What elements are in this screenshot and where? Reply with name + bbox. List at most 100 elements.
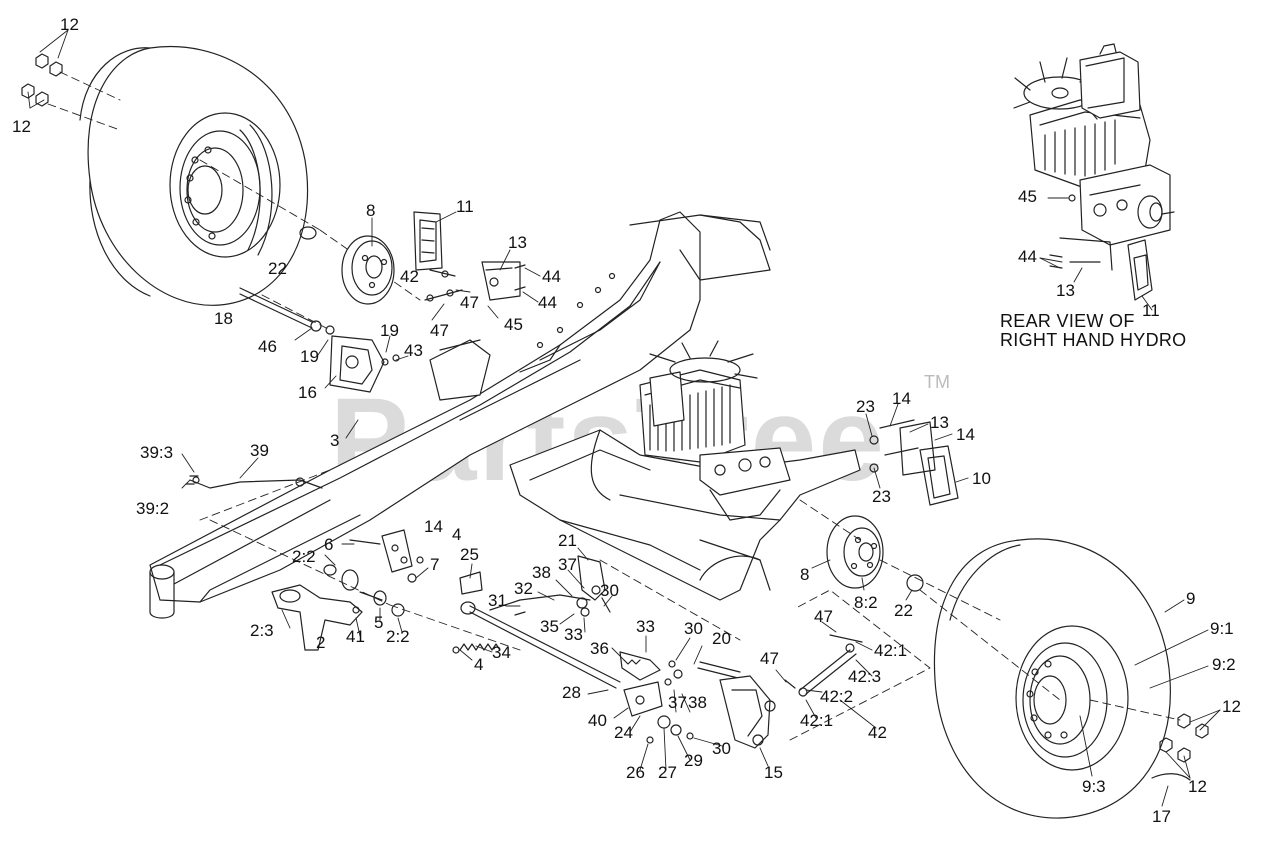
callout-41: 41 [346, 627, 365, 646]
callout-30: 30 [600, 581, 619, 600]
callout-9-2: 9:2 [1212, 655, 1236, 674]
callout-14: 14 [424, 517, 443, 536]
callout-34: 34 [492, 643, 511, 662]
callout-40: 40 [588, 711, 607, 730]
callout-13: 13 [930, 413, 949, 432]
bracket-11 [413, 211, 443, 271]
callout-14: 14 [956, 425, 975, 444]
callout-5: 5 [374, 613, 384, 632]
callout-8-2: 8:2 [854, 593, 878, 612]
callout-2-3: 2:3 [250, 621, 274, 640]
callout-12: 12 [1222, 697, 1241, 716]
inset-caption-line1: REAR VIEW OF [1000, 311, 1135, 331]
callout-33: 33 [564, 625, 583, 644]
bracket-10 [869, 419, 959, 506]
callout-7: 7 [430, 555, 440, 574]
callout-38: 38 [532, 563, 551, 582]
callout-45-inset: 45 [1018, 187, 1037, 206]
inset-caption-line2: RIGHT HAND HYDRO [1000, 329, 1187, 350]
callout-2-2: 2:2 [292, 547, 316, 566]
callout-12: 12 [12, 117, 31, 136]
callout-2-2: 2:2 [386, 627, 410, 646]
callout-22: 22 [268, 259, 287, 278]
axle-18 [239, 287, 335, 335]
trademark-mark: TM [924, 372, 950, 392]
callout-42: 42 [868, 723, 887, 742]
callout-19: 19 [380, 321, 399, 340]
callout-23: 23 [856, 397, 875, 416]
callout-35: 35 [540, 617, 559, 636]
callout-27: 27 [658, 763, 677, 782]
callout-4: 4 [452, 525, 462, 544]
inset-caption: REAR VIEW OF RIGHT HAND HYDRO [1000, 312, 1186, 350]
callout-24: 24 [614, 723, 633, 742]
callout-11: 11 [456, 197, 474, 216]
lug-nuts-left [21, 53, 63, 107]
callout-30: 30 [712, 739, 731, 758]
callout-9: 9 [1186, 589, 1196, 608]
callout-32: 32 [514, 579, 533, 598]
callout-42-1: 42:1 [800, 711, 834, 730]
linkage-right [697, 634, 863, 749]
linkage-left [185, 475, 424, 651]
callout-3: 3 [330, 431, 340, 450]
left-tire-drawing [79, 46, 309, 306]
callout-47: 47 [460, 293, 479, 312]
callout-14: 14 [892, 389, 911, 408]
callout-4: 4 [474, 655, 484, 674]
callout-30: 30 [684, 619, 703, 638]
callout-25: 25 [460, 545, 479, 564]
callout-42-2: 42:2 [820, 687, 854, 706]
callout-19: 19 [300, 347, 319, 366]
callout-2: 2 [316, 633, 326, 652]
callout-39: 39 [250, 441, 269, 460]
hub-right [826, 515, 924, 592]
callout-36: 36 [590, 639, 609, 658]
callout-16: 16 [298, 383, 317, 402]
linkage-center [452, 555, 694, 744]
callout-15: 15 [764, 763, 783, 782]
callout-47: 47 [814, 607, 833, 626]
callout-8: 8 [800, 565, 810, 584]
callout-18: 18 [214, 309, 233, 328]
callout-22: 22 [894, 601, 913, 620]
callout-10: 10 [972, 469, 991, 488]
callout-39-3: 39:3 [140, 443, 174, 462]
callout-6: 6 [324, 535, 334, 554]
callout-44: 44 [538, 293, 557, 312]
callout-37: 37 [668, 693, 687, 712]
callout-12: 12 [60, 15, 79, 34]
callout-20: 20 [712, 629, 731, 648]
callout-29: 29 [684, 751, 703, 770]
callout-17: 17 [1152, 807, 1171, 826]
callout-9-3: 9:3 [1082, 777, 1106, 796]
callout-23: 23 [872, 487, 891, 506]
callout-39-2: 39:2 [136, 499, 170, 518]
main-frame [149, 211, 771, 619]
callout-31: 31 [488, 591, 507, 610]
callout-12: 12 [1188, 777, 1207, 796]
callout-46: 46 [258, 337, 277, 356]
bracket-16 [329, 335, 400, 393]
callout-44-inset: 44 [1018, 247, 1037, 266]
hub-left [299, 226, 395, 305]
right-tire-drawing [933, 538, 1171, 819]
callout-42-3: 42:3 [848, 667, 882, 686]
callout-42-1: 42:1 [874, 641, 908, 660]
callout-47: 47 [430, 321, 449, 340]
callout-13-inset: 13 [1056, 281, 1075, 300]
callout-26: 26 [626, 763, 645, 782]
callout-33: 33 [636, 617, 655, 636]
callout-38: 38 [688, 693, 707, 712]
callout-45: 45 [504, 315, 523, 334]
callout-37: 37 [558, 555, 577, 574]
inset-hydro [1013, 43, 1175, 301]
callout-42: 42 [400, 267, 419, 286]
callout-47: 47 [760, 649, 779, 668]
callout-43: 43 [404, 341, 423, 360]
callout-13: 13 [508, 233, 527, 252]
callout-8: 8 [366, 201, 376, 220]
engine-center [639, 340, 791, 521]
